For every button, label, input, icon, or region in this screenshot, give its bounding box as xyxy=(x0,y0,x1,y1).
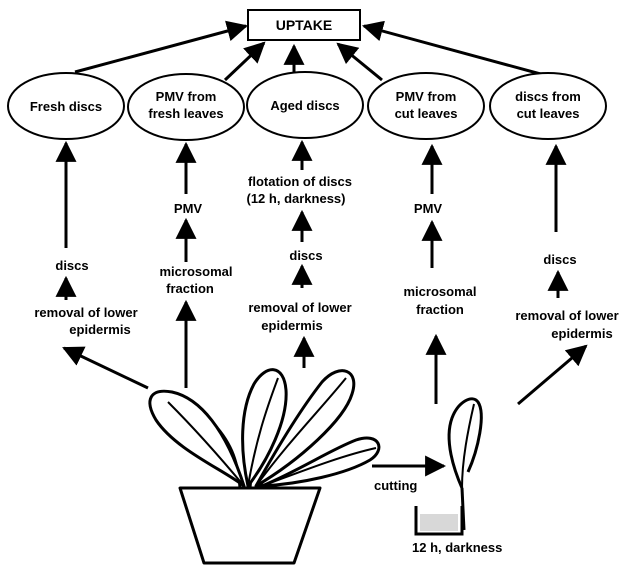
preparation-label: Fresh discs xyxy=(30,99,102,114)
preparation-fresh-discs: Fresh discs xyxy=(7,72,125,140)
preparation-pmv-fresh-leaves: PMV from fresh leaves xyxy=(127,73,245,141)
cut-condition-label: 12 h, darkness xyxy=(412,540,502,555)
step-label: epidermis xyxy=(551,326,612,341)
step-label: removal of lower xyxy=(248,300,351,315)
step-label: microsomal xyxy=(404,284,477,299)
step-label: discs xyxy=(543,252,576,267)
preparation-label: fresh leaves xyxy=(148,106,223,121)
column-discs-cut: discs removal of lower epidermis xyxy=(515,143,619,341)
column-fresh-discs: discs removal of lower epidermis xyxy=(34,140,138,337)
preparation-label: cut leaves xyxy=(517,106,580,121)
cut-leaf-in-beaker-icon xyxy=(414,397,483,536)
step-label: epidermis xyxy=(261,318,322,333)
uptake-box: UPTAKE xyxy=(247,9,361,41)
arrow-to-col5 xyxy=(517,344,588,406)
step-label: epidermis xyxy=(69,322,130,337)
step-label: flotation of discs xyxy=(248,174,352,189)
uptake-label: UPTAKE xyxy=(276,17,333,33)
step-label: fraction xyxy=(166,281,214,296)
preparation-label: discs from xyxy=(515,89,581,104)
column-aged-discs: flotation of discs (12 h, darkness) disc… xyxy=(247,139,352,368)
arrows-to-uptake xyxy=(74,20,549,82)
preparation-label: cut leaves xyxy=(395,106,458,121)
preparation-discs-cut-leaves: discs from cut leaves xyxy=(489,72,607,140)
column-pmv-cut: PMV microsomal fraction xyxy=(404,143,477,404)
preparation-pmv-cut-leaves: PMV from cut leaves xyxy=(367,72,485,140)
step-label: PMV xyxy=(174,201,203,216)
step-label: discs xyxy=(289,248,322,263)
preparation-label: Aged discs xyxy=(270,98,339,113)
step-label: removal of lower xyxy=(515,308,618,323)
step-label: fraction xyxy=(416,302,464,317)
step-label: removal of lower xyxy=(34,305,137,320)
step-label: PMV xyxy=(414,201,443,216)
step-label: discs xyxy=(55,258,88,273)
arrow-to-col1 xyxy=(62,346,149,390)
column-pmv-fresh: PMV microsomal fraction xyxy=(160,141,233,388)
step-label: microsomal xyxy=(160,264,233,279)
preparation-label: PMV from xyxy=(156,89,217,104)
potted-plant-icon xyxy=(148,368,381,565)
step-label: (12 h, darkness) xyxy=(247,191,346,206)
cutting-label: cutting xyxy=(374,478,417,493)
preparation-label: PMV from xyxy=(396,89,457,104)
preparation-aged-discs: Aged discs xyxy=(246,71,364,139)
